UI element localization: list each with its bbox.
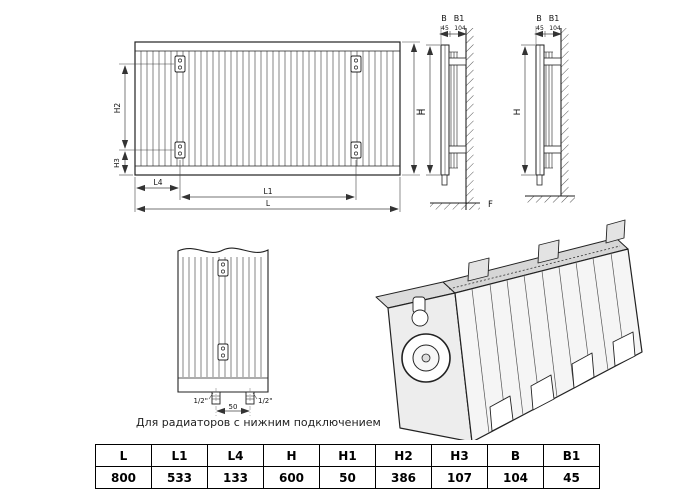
- dim-label-h3: H3: [113, 158, 121, 168]
- bracket-icon: [174, 141, 186, 159]
- bottom-connection-view: 1/2" 1/2" 50: [177, 247, 273, 416]
- table-header-cell: B: [487, 444, 544, 467]
- bracket-icon: [217, 259, 229, 277]
- table-value-cell: 107: [431, 466, 488, 489]
- iso-3d-view: [375, 219, 643, 440]
- dim-label-b: B: [536, 14, 542, 23]
- dim-label-h: H: [418, 109, 428, 116]
- table-header-cell: L: [95, 444, 152, 467]
- dim-label-104: 104: [549, 25, 561, 32]
- dim-label-104: 104: [454, 25, 466, 32]
- dim-label-h2: H2: [113, 103, 122, 114]
- table-value-cell: 104: [487, 466, 544, 489]
- bracket-icon: [350, 141, 362, 159]
- table-value-cell: 133: [207, 466, 264, 489]
- table-value-cell: 45: [543, 466, 600, 489]
- table-header-cell: H3: [431, 444, 488, 467]
- dim-label-b: B: [441, 14, 447, 23]
- table-value-cell: 386: [375, 466, 432, 489]
- table-header-cell: H: [263, 444, 320, 467]
- table-header-cell: L4: [207, 444, 264, 467]
- table-header-cell: L1: [151, 444, 208, 467]
- table-value-cell: 800: [95, 466, 152, 489]
- table-header-cell: H2: [375, 444, 432, 467]
- spec-table: L L1 L4 H H1 H2 H3 B B1 800 533 133 600 …: [95, 444, 600, 489]
- technical-drawing: H H2 H3 L4 L1 L F B: [113, 14, 643, 440]
- dim-label-h: H: [416, 109, 426, 116]
- dim-label-l1: L1: [264, 187, 273, 196]
- table-value-cell: 50: [319, 466, 376, 489]
- caption: Для радиаторов с нижним подключением: [136, 416, 381, 429]
- dim-label-45: 45: [441, 25, 449, 32]
- dim-label-45: 45: [536, 25, 544, 32]
- floor-hatch: [525, 196, 575, 203]
- floor-hatch: [430, 203, 480, 210]
- dim-label-h: H: [513, 109, 523, 116]
- dim-label-b1: B1: [454, 14, 465, 23]
- top-connector: [537, 239, 560, 264]
- side-view-left: F B B1 45 104 H: [418, 14, 493, 210]
- label-f: F: [488, 200, 493, 210]
- thread-label-right: 1/2": [258, 397, 273, 405]
- table-header-cell: B1: [543, 444, 600, 467]
- table-value-cell: 533: [151, 466, 208, 489]
- table-header-cell: H1: [319, 444, 376, 467]
- thread-label-left: 1/2": [194, 397, 209, 405]
- bracket-icon: [174, 55, 186, 73]
- wall-hatch: [561, 28, 569, 196]
- table-header-row: L L1 L4 H H1 H2 H3 B B1: [95, 444, 600, 467]
- side-view-right: B B1 45 104 H: [513, 14, 575, 203]
- bottom-pipe: [441, 174, 448, 186]
- dim-label-l: L: [266, 199, 271, 208]
- dim-label-b1: B1: [549, 14, 560, 23]
- top-connector: [467, 257, 490, 282]
- front-view: H H2 H3 L4 L1 L: [113, 41, 426, 213]
- top-connector: [605, 219, 626, 244]
- wall-hatch: [466, 28, 474, 210]
- bracket-icon: [350, 55, 362, 73]
- dim-label-l4: L4: [154, 178, 163, 187]
- dim-label-50: 50: [229, 403, 238, 411]
- bracket-icon: [217, 343, 229, 361]
- bottom-pipe: [536, 174, 543, 186]
- table-value-row: 800 533 133 600 50 386 107 104 45: [95, 466, 600, 489]
- table-value-cell: 600: [263, 466, 320, 489]
